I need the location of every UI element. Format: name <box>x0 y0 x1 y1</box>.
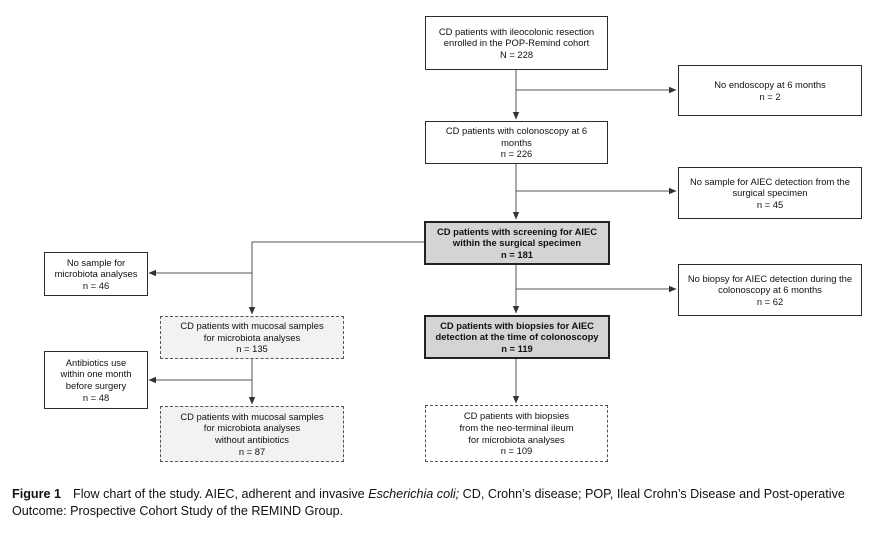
neo-ileum-biopsies-line-3: for microbiota analyses <box>468 433 565 445</box>
aiec-biopsies-box: CD patients with biopsies for AIEC detec… <box>424 315 610 359</box>
no-microbiota-sample-line-2: microbiota analyses <box>54 268 138 280</box>
enrolled-patients-line-1: CD patients with ileocolonic resection <box>438 25 595 37</box>
neo-ileum-biopsies-box: CD patients with biopsies from the neo-t… <box>425 405 608 462</box>
antibiotics-use-box: Antibiotics use within one month before … <box>44 351 148 409</box>
caption-text-a: Flow chart of the study. AIEC, adherent … <box>73 487 369 501</box>
no-microbiota-sample-line-3: n = 46 <box>82 279 110 291</box>
aiec-screening-line-1: CD patients with screening for AIEC <box>436 225 598 237</box>
no-biopsy-line-3: n = 62 <box>756 295 784 307</box>
colonoscopy-patients-line-2: months <box>501 136 532 148</box>
mucosal-samples-line-3: n = 135 <box>236 343 268 355</box>
enrolled-patients-line-2: enrolled in the POP-Remind cohort <box>443 37 590 49</box>
colonoscopy-patients-line-3: n = 226 <box>500 148 533 160</box>
antibiotics-use-line-3: before surgery <box>65 380 127 391</box>
figure-label: Figure 1 <box>12 487 61 501</box>
no-antibiotics-samples-line-4: n = 87 <box>238 445 266 457</box>
aiec-biopsies-line-3: n = 119 <box>501 342 533 354</box>
no-surgical-sample-line-3: n = 45 <box>756 198 784 210</box>
no-endoscopy-box: No endoscopy at 6 months n = 2 <box>678 65 862 116</box>
aiec-screening-box: CD patients with screening for AIEC with… <box>424 221 610 265</box>
no-microbiota-sample-line-1: No sample for <box>66 256 126 268</box>
enrolled-patients-box: CD patients with ileocolonic resection e… <box>425 16 608 70</box>
no-surgical-sample-line-1: No sample for AIEC detection from the <box>690 175 850 187</box>
neo-ileum-biopsies-line-2: from the neo-terminal ileum <box>459 421 574 433</box>
caption-text-b: CD, Crohn’s disease; POP, Ileal Crohn’s … <box>12 487 845 518</box>
no-antibiotics-samples-line-3: without antibiotics <box>215 434 289 445</box>
antibiotics-use-line-1: Antibiotics use <box>65 356 127 368</box>
colonoscopy-patients-line-1: CD patients with colonoscopy at 6 <box>445 125 588 137</box>
no-biopsy-box: No biopsy for AIEC detection during the … <box>678 264 862 316</box>
neo-ileum-biopsies-line-1: CD patients with biopsies <box>463 410 570 422</box>
colonoscopy-patients-box: CD patients with colonoscopy at 6 months… <box>425 121 608 164</box>
no-surgical-sample-line-2: surgical specimen <box>732 187 808 199</box>
aiec-screening-line-3: n = 181 <box>500 248 534 260</box>
mucosal-samples-box: CD patients with mucosal samples for mic… <box>160 316 344 359</box>
no-antibiotics-samples-box: CD patients with mucosal samples for mic… <box>160 406 344 462</box>
antibiotics-use-line-4: n = 48 <box>82 391 110 403</box>
no-surgical-sample-box: No sample for AIEC detection from the su… <box>678 167 862 219</box>
antibiotics-use-line-2: within one month <box>60 368 132 380</box>
no-endoscopy-line-2: n = 2 <box>759 90 781 102</box>
aiec-biopsies-line-2: detection at the time of colonoscopy <box>435 331 599 343</box>
neo-ileum-biopsies-line-4: n = 109 <box>500 445 533 457</box>
mucosal-samples-line-2: for microbiota analyses <box>203 331 301 343</box>
no-biopsy-line-2: colonoscopy at 6 months <box>718 284 822 296</box>
caption-species-name: Escherichia coli; <box>368 487 460 501</box>
figure-caption: Figure 1 Flow chart of the study. AIEC, a… <box>12 486 872 520</box>
aiec-biopsies-line-1: CD patients with biopsies for AIEC <box>440 319 594 331</box>
mucosal-samples-line-1: CD patients with mucosal samples <box>180 320 324 332</box>
enrolled-patients-line-3: N = 228 <box>499 48 534 60</box>
connector-b5-left <box>248 241 424 315</box>
no-biopsy-line-1: No biopsy for AIEC detection during the <box>687 272 853 284</box>
no-antibiotics-samples-line-1: CD patients with mucosal samples <box>180 410 324 422</box>
no-antibiotics-samples-line-2: for microbiota analyses <box>203 422 301 434</box>
aiec-screening-line-2: within the surgical specimen <box>452 237 582 249</box>
no-microbiota-sample-box: No sample for microbiota analyses n = 46 <box>44 252 148 296</box>
no-endoscopy-line-1: No endoscopy at 6 months <box>714 78 826 90</box>
